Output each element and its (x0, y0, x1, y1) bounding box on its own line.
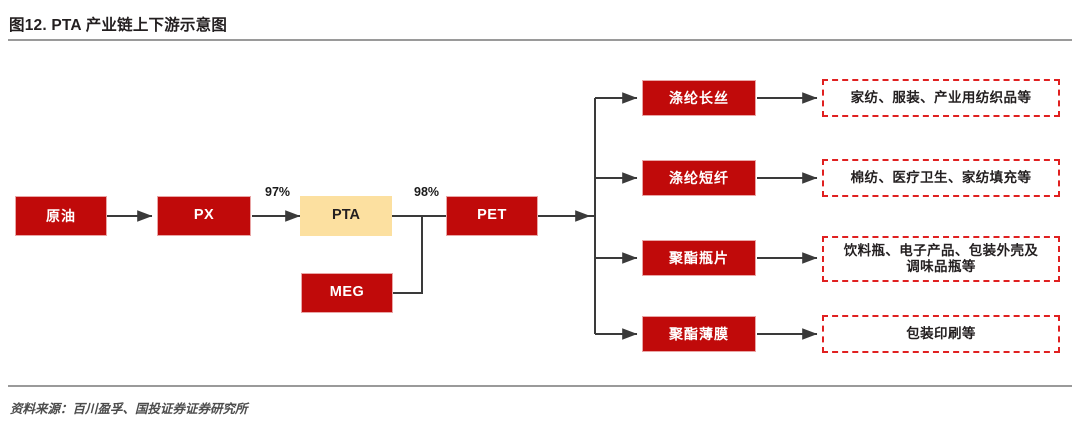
figure-source: 资料来源：百川盈孚、国投证券证券研究所 (10, 402, 248, 416)
node-pta-label: PTA (332, 207, 360, 224)
node-polyester-staple-label: 涤纶短纤 (669, 169, 729, 186)
header-divider (8, 39, 1072, 41)
app-box-filament-label: 家纺、服装、产业用纺织品等 (850, 90, 1032, 106)
node-crude-oil[interactable]: 原油 (15, 196, 107, 236)
node-crude-oil-label: 原油 (46, 207, 76, 224)
node-pta[interactable]: PTA (300, 196, 392, 236)
node-polyester-film-label: 聚酯薄膜 (669, 325, 729, 342)
node-bottle-chip[interactable]: 聚酯瓶片 (642, 240, 756, 276)
app-box-filament[interactable]: 家纺、服装、产业用纺织品等 (822, 79, 1060, 117)
edge-meg-pet (393, 216, 423, 294)
node-pet-label: PET (477, 207, 507, 224)
footer-divider (8, 385, 1072, 387)
app-box-bottle-chip-label-line1: 饮料瓶、电子产品、包装外壳及 (843, 243, 1039, 259)
edge-label-yield-px-pta: 97% (265, 185, 291, 199)
node-polyester-film[interactable]: 聚酯薄膜 (642, 316, 756, 352)
app-box-staple[interactable]: 棉纺、医疗卫生、家纺填充等 (822, 159, 1060, 197)
node-px-label: PX (193, 207, 215, 224)
node-polyester-staple[interactable]: 涤纶短纤 (642, 160, 756, 196)
node-bottle-chip-label: 聚酯瓶片 (669, 249, 729, 266)
node-px[interactable]: PX (157, 196, 251, 236)
app-box-staple-label: 棉纺、医疗卫生、家纺填充等 (850, 170, 1032, 186)
edge-label-yield-pta-pet: 98% (414, 185, 440, 199)
app-box-bottle-chip-label-line2: 调味品瓶等 (906, 259, 976, 274)
node-polyester-filament-label: 涤纶长丝 (669, 89, 729, 106)
node-polyester-filament[interactable]: 涤纶长丝 (642, 80, 756, 116)
connector-lines (107, 92, 818, 340)
node-meg-label: MEG (329, 284, 365, 301)
figure-title: 图12. PTA 产业链上下游示意图 (9, 17, 228, 34)
app-box-film[interactable]: 包装印刷等 (822, 315, 1060, 353)
node-meg[interactable]: MEG (301, 273, 393, 313)
app-box-bottle-chip[interactable]: 饮料瓶、电子产品、包装外壳及 调味品瓶等 (822, 236, 1060, 282)
node-pet[interactable]: PET (446, 196, 538, 236)
app-box-film-label: 包装印刷等 (906, 326, 976, 342)
diagram-canvas: 原油 PX PTA MEG PET 97% 98% 涤纶长丝 涤纶短纤 聚酯瓶片… (0, 44, 1080, 382)
